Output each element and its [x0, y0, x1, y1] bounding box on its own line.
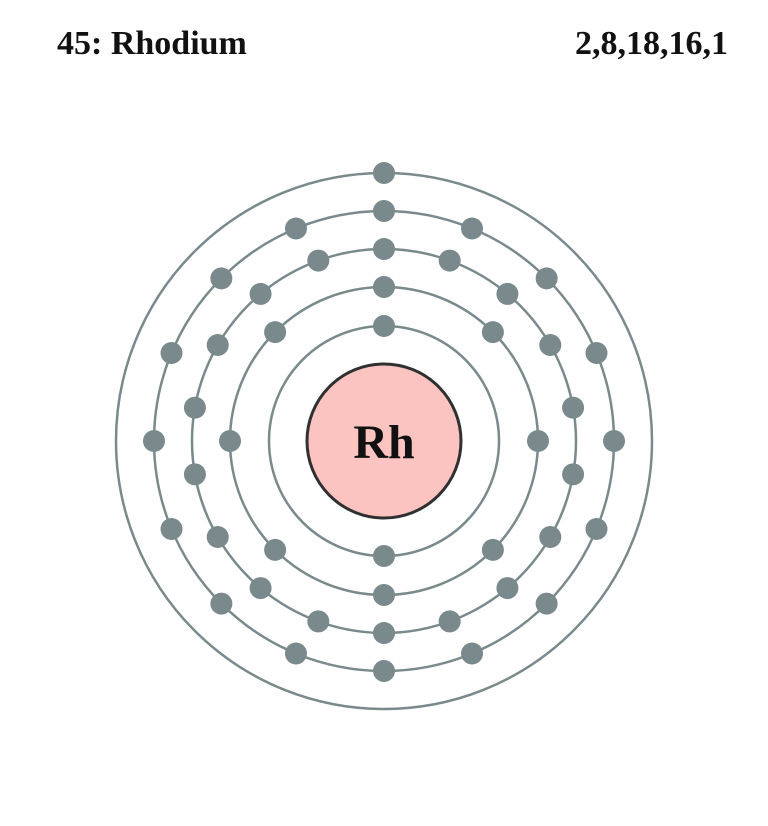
- electron: [284, 217, 307, 240]
- electron: [373, 276, 395, 298]
- electron: [183, 396, 206, 419]
- electron: [160, 518, 183, 541]
- electron: [307, 249, 330, 272]
- electron: [373, 200, 395, 222]
- electron: [219, 430, 241, 452]
- nucleus: Rh: [305, 362, 463, 520]
- electron: [143, 430, 165, 452]
- electron-configuration: 2,8,18,16,1: [575, 25, 728, 62]
- electron: [535, 267, 558, 290]
- electron: [481, 321, 504, 344]
- element-title: 45: Rhodium: [57, 25, 247, 62]
- electron: [373, 545, 395, 567]
- electron: [461, 217, 484, 240]
- electron: [160, 341, 183, 364]
- electron: [264, 538, 287, 561]
- electron: [307, 610, 330, 633]
- electron: [373, 584, 395, 606]
- nucleus-symbol: Rh: [353, 416, 414, 469]
- nucleus-circle: [305, 362, 463, 520]
- electron: [527, 430, 549, 452]
- electron: [535, 592, 558, 615]
- electron: [496, 577, 519, 600]
- electron: [373, 162, 395, 184]
- electron: [539, 334, 562, 356]
- electron: [585, 518, 608, 541]
- electron: [210, 267, 233, 290]
- electron: [206, 334, 229, 356]
- electrons: [143, 162, 625, 682]
- electron: [249, 577, 272, 600]
- electron: [373, 660, 395, 682]
- electron: [539, 526, 562, 548]
- electron: [562, 463, 585, 486]
- electron: [373, 622, 395, 644]
- electron: [183, 463, 206, 486]
- electron: [249, 282, 272, 305]
- electron: [461, 642, 484, 665]
- electron: [603, 430, 625, 452]
- electron: [264, 321, 287, 344]
- electron: [373, 238, 395, 260]
- electron: [210, 592, 233, 615]
- electron: [373, 315, 395, 337]
- electron: [438, 610, 461, 633]
- electron: [438, 249, 461, 272]
- electron: [562, 396, 585, 419]
- electron: [206, 526, 229, 548]
- electron: [284, 642, 307, 665]
- electron: [585, 341, 608, 364]
- electron: [496, 282, 519, 305]
- electron: [481, 538, 504, 561]
